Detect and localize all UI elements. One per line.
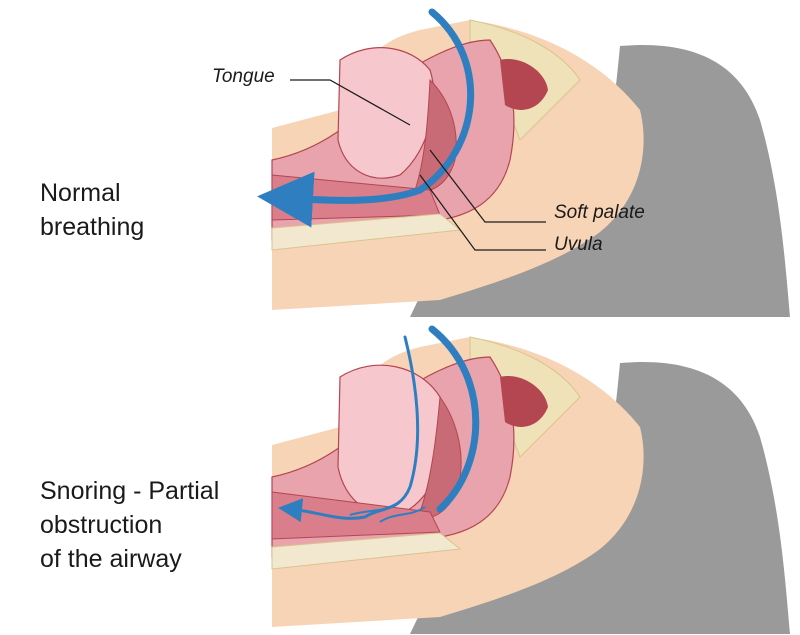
panel-caption-snoring: Snoring - Partial obstruction of the air… — [40, 474, 219, 576]
tongue-callout-line — [290, 79, 411, 126]
nasal-cavity — [500, 59, 548, 110]
caption-line: obstruction — [40, 511, 163, 539]
panel-caption-normal-breathing: Normal breathing — [40, 176, 144, 244]
airflow-turbulence-lines — [349, 501, 426, 523]
soft-palate-callout-line — [429, 149, 546, 223]
caption-line: breathing — [40, 213, 145, 241]
vertebrae — [271, 532, 462, 570]
uvula-label: Uvula — [554, 234, 603, 255]
throat-structures — [271, 491, 441, 540]
airflow-arrow-main — [428, 325, 480, 513]
uvula-callout-line — [419, 174, 546, 251]
normal-breathing-panel: Normal breathing Tongue Soft pala — [0, 0, 800, 317]
nasal-cavity — [500, 376, 548, 427]
caption-line: Snoring - Partial — [40, 477, 220, 505]
caption-line: Normal — [40, 179, 121, 207]
caption-line: of the airway — [40, 545, 182, 573]
soft-palate-shape — [417, 395, 462, 519]
airflow-arrow-normal — [257, 8, 475, 228]
airway-cross-section-normal — [257, 8, 790, 317]
airway-cross-section-snoring — [271, 325, 790, 634]
tongue-label: Tongue — [212, 66, 275, 87]
soft-palate-label: Soft palate — [554, 202, 645, 223]
snoring-panel: Snoring - Partial obstruction of the air… — [0, 317, 800, 634]
